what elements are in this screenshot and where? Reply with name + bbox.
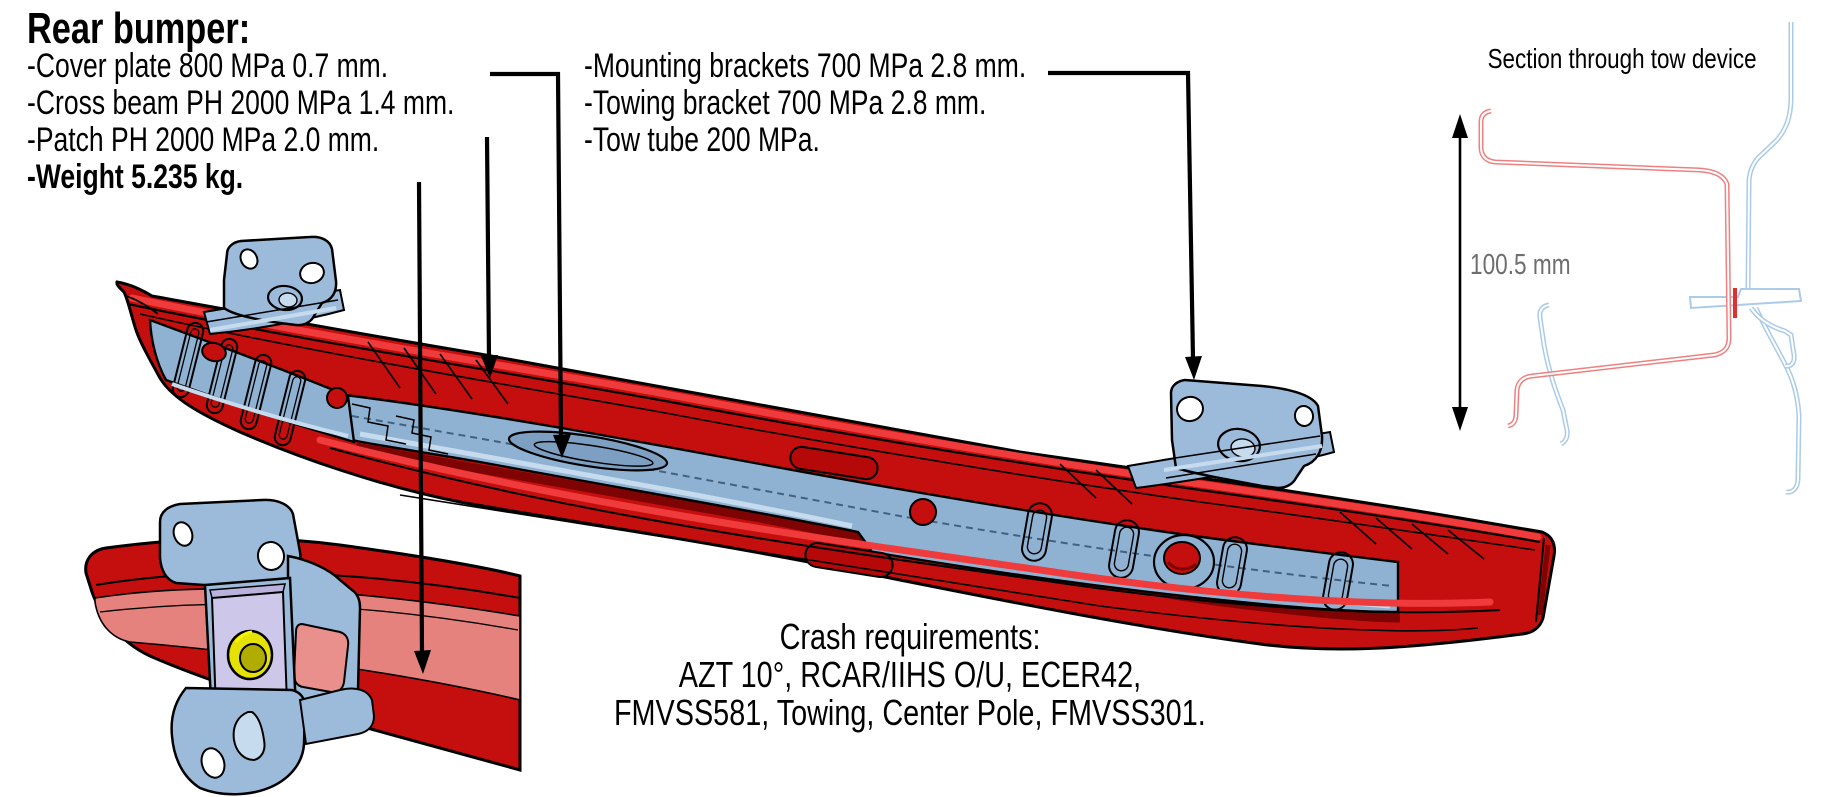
spec-patch: -Patch PH 2000 MPa 2.0 mm. [27,121,380,159]
section-blue-profiles [1537,22,1803,495]
bolt-hole [256,541,286,571]
section-flange [1688,288,1803,310]
end-cap-line [1535,537,1545,623]
bolt-hole [1176,395,1204,423]
oval-hole [201,341,227,363]
spec-weight: -Weight 5.235 kg. [27,158,244,196]
tube-end-cap-upper [789,445,879,481]
detail-view [84,498,522,796]
page-title: Rear bumper: [27,4,251,53]
end-cap-shade [1537,544,1551,616]
top-flange-line-2 [139,313,1536,551]
section-view [1452,22,1803,495]
arrowhead-up [1452,114,1468,138]
bolt-hole [1293,405,1315,427]
top-flange-line-1 [127,302,1541,544]
bolt-hole [200,747,226,779]
arrowhead [553,434,571,458]
dimension-label: 100.5 mm [1470,249,1571,281]
right-mounting-bracket [1126,378,1336,490]
round-hole-left [326,387,348,409]
arrowhead [481,355,498,378]
tail-line [125,295,159,315]
bracket-bottom-wing [298,687,376,746]
tube-end-cap-lower [804,541,894,579]
bolt-hole [239,248,259,270]
left-end-face [148,318,356,447]
weld-step-line-1 [351,403,407,445]
leader-arrow-cover-plate [490,71,571,458]
top-face-ribs [367,341,1485,560]
leader-arrow-cross-beam [481,136,498,378]
arrowhead [1185,356,1202,380]
flange-scoop [232,711,266,762]
band-highlight-left [359,431,853,529]
bottom-flange-highlight [316,436,1494,607]
bottom-flange-line-1 [329,447,1501,614]
elongated-slot [507,430,669,472]
arrowhead [414,650,431,674]
spec-cover-plate: -Cover plate 800 MPa 0.7 mm. [27,47,389,85]
top-flange-highlight [128,294,1542,541]
bolt-hole [172,521,194,547]
leader-arrow-mounting-brackets [1048,70,1202,380]
bracket-window [292,622,350,694]
left-mounting-bracket [202,235,346,336]
section-view-title: Section through tow device [1487,43,1757,74]
round-hole [909,498,937,526]
arrowhead-down [1452,407,1468,431]
tow-tube-boss [1152,533,1216,591]
crash-requirements-heading: Crash requirements: [779,616,1041,657]
tow-tube-detail [226,629,274,681]
towing-bracket-detail [158,498,376,796]
spec-cross-beam: -Cross beam PH 2000 MPa 1.4 mm. [27,84,455,122]
bolt-hole [299,261,325,285]
leader-arrows [414,70,1202,674]
spec-mounting-brackets: -Mounting brackets 700 MPa 2.8 mm. [584,47,1027,85]
bumper-render [115,235,1556,651]
spec-towing-bracket: -Towing bracket 700 MPa 2.8 mm. [584,84,987,122]
spec-tow-tube: -Tow tube 200 MPa. [584,121,820,159]
dimension-arrow [1452,114,1468,431]
section-red-profile [1478,108,1737,429]
leader-arrow-patch [414,181,431,674]
crash-requirements-line1: AZT 10°, RCAR/IIHS O/U, ECER42, [678,654,1142,695]
crash-requirements-line2: FMVSS581, Towing, Center Pole, FMVSS301. [614,692,1206,733]
